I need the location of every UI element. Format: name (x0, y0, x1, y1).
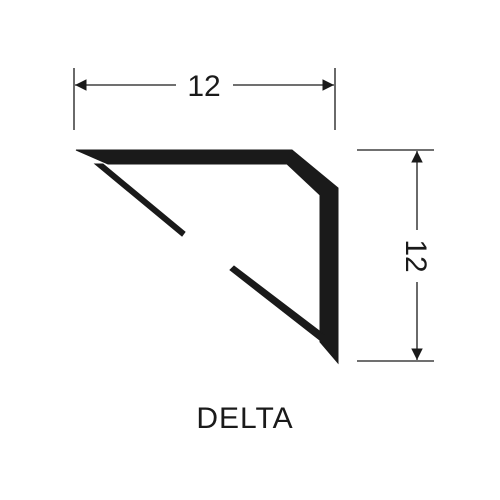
width-dimension: 12 (73, 68, 336, 130)
height-dimension: 12 (357, 149, 434, 362)
width-label: 12 (187, 70, 220, 103)
profile-outer-shell (75, 149, 339, 365)
profile-lower-leg (229, 265, 327, 347)
height-label: 12 (399, 239, 432, 272)
profile-cross-section (75, 149, 339, 365)
profile-upper-leg (93, 163, 186, 237)
profile-name: DELTA (196, 402, 293, 435)
